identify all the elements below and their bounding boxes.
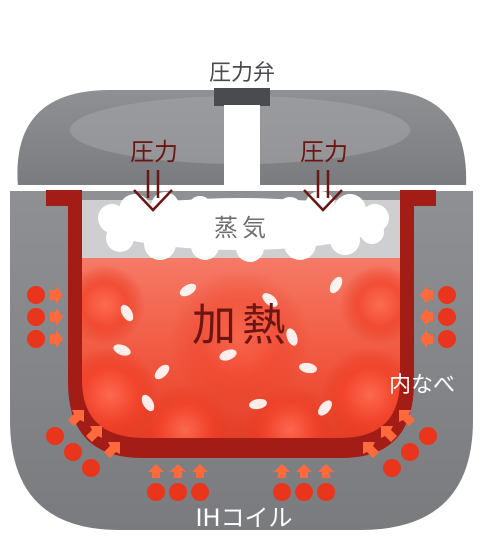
inner-pot-wall [46,190,436,458]
bottom-coils-right [273,464,335,501]
pressure-valve-cap [214,88,270,106]
side-coils-right [420,286,456,348]
lid-separator [0,185,483,191]
heating-label: 加熱 [192,300,292,351]
rice-grains [113,276,343,416]
side-coils-left [27,286,63,348]
pressure-valve-stem [224,105,260,188]
pressure-valve-label: 圧力弁 [209,61,275,86]
bottom-coils-left [147,464,209,501]
ih-coil-label: IHコイル [195,504,292,532]
pressure-label-left: 圧力 [130,138,178,166]
corner-coils-right [363,410,437,477]
pressure-arrow-icon-left [133,170,173,212]
inner-pot-label: 内なべ [389,373,455,398]
pressure-arrow-icon-right [303,170,343,212]
pressure-label-right: 圧力 [300,138,348,166]
steam-label: 蒸気 [214,214,270,242]
steam-cloud [98,191,389,262]
corner-coils-left [46,410,120,477]
